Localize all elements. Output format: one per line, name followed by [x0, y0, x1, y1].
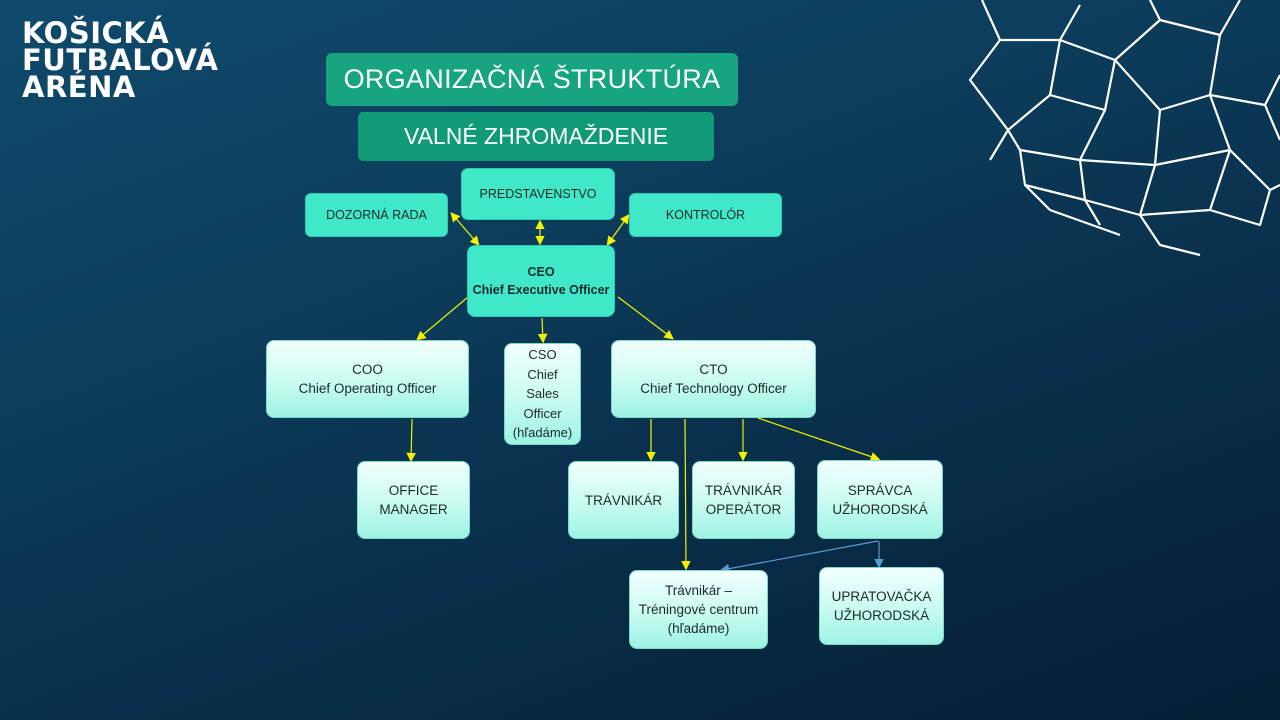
logo-line-2: FUTBALOVÁ [22, 43, 219, 77]
node-office-manager-line-1: OFFICE [388, 483, 439, 498]
node-travnikar: TRÁVNIKÁR [568, 461, 679, 539]
node-kontrolor-label: KONTROLÓR [665, 207, 746, 222]
arrow-dozorna-ceo [450, 212, 480, 246]
general-assembly-box: VALNÉ ZHROMAŽDENIE [358, 112, 714, 161]
node-cso-line-2: Chief [527, 366, 558, 382]
node-travnikar-tc-line-1: Trávnikár – [664, 583, 733, 598]
node-coo: COO Chief Operating Officer [266, 340, 469, 418]
node-cso-line-5: (hľadáme) [512, 425, 573, 441]
node-coo-title: COO [352, 362, 383, 377]
node-travnikar-tc-line-2: Tréningové centrum [638, 602, 759, 617]
arrow-kontrolor-ceo [606, 214, 630, 246]
arrow-ceo-cso [537, 317, 548, 344]
node-cto: CTO Chief Technology Officer [611, 340, 816, 418]
node-cso-line-3: Sales [526, 386, 559, 402]
node-cso-line-1: CSO [528, 347, 557, 363]
node-predstavenstvo-label: PREDSTAVENSTVO [479, 186, 597, 201]
node-ceo-name: Chief Executive Officer [472, 283, 610, 297]
node-dozorna-rada-label: DOZORNÁ RADA [326, 207, 427, 222]
page-title: ORGANIZAČNÁ ŠTRUKTÚRA [326, 53, 738, 106]
node-travnikar-operator-line-1: TRÁVNIKÁR [704, 483, 783, 498]
node-travnikar-label: TRÁVNIKÁR [584, 492, 663, 508]
node-cso-line-4: Officer [523, 405, 562, 421]
node-kontrolor: KONTROLÓR [629, 193, 782, 237]
arrow-spravca-travnikar-tc [719, 540, 879, 574]
node-travnikar-tc: Trávnikár – Tréningové centrum (hľadáme) [629, 570, 768, 649]
arrow-ceo-cto [617, 296, 674, 340]
arrow-coo-office [406, 418, 416, 463]
node-cso: CSO Chief Sales Officer (hľadáme) [504, 343, 581, 445]
node-dozorna-rada: DOZORNÁ RADA [305, 193, 448, 237]
node-travnikar-operator: TRÁVNIKÁR OPERÁTOR [692, 461, 795, 539]
arrow-cto-travnikar-tc [681, 418, 691, 571]
node-cto-title: CTO [699, 362, 728, 377]
arrow-ceo-coo [416, 296, 469, 341]
logo-line-3: ARÉNA [22, 70, 136, 104]
node-spravca: SPRÁVCA UŽHORODSKÁ [817, 460, 943, 539]
node-predstavenstvo: PREDSTAVENSTVO [461, 168, 615, 220]
arrow-cto-spravca [757, 417, 881, 462]
node-upratovacka-line-2: UŽHORODSKÁ [833, 608, 930, 623]
node-travnikar-operator-line-2: OPERÁTOR [705, 502, 782, 517]
node-coo-name: Chief Operating Officer [298, 381, 437, 396]
node-upratovacka: UPRATOVAČKA UŽHORODSKÁ [819, 567, 944, 645]
node-office-manager-line-2: MANAGER [379, 502, 448, 517]
soccer-net-decoration [968, 0, 1280, 257]
node-ceo: CEO Chief Executive Officer [467, 245, 615, 317]
node-ceo-title: CEO [527, 265, 555, 279]
node-spravca-line-1: SPRÁVCA [847, 482, 913, 498]
node-spravca-line-2: UŽHORODSKÁ [832, 501, 928, 517]
node-upratovacka-line-1: UPRATOVAČKA [831, 589, 932, 604]
logo-line-1: KOŠICKÁ [22, 16, 170, 50]
logo: KOŠICKÁ FUTBALOVÁ ARÉNA [22, 16, 219, 104]
node-office-manager: OFFICE MANAGER [357, 461, 470, 539]
node-travnikar-tc-line-3: (hľadáme) [667, 621, 730, 636]
node-cto-name: Chief Technology Officer [640, 381, 787, 396]
